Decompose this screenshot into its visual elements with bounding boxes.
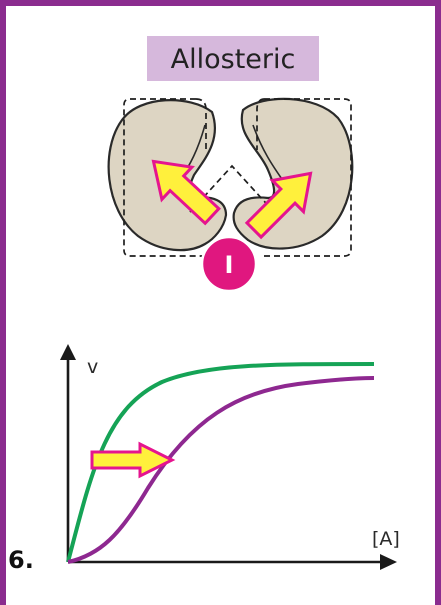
title-box: Allosteric [147,36,319,81]
enzyme-diagram: I [109,99,353,291]
x-axis-label: [A] [372,528,400,550]
inhibitor: I [202,237,256,291]
inhibitor-label: I [225,251,234,279]
figure-number: 6. [8,546,34,574]
y-axis-arrowhead [60,344,76,360]
y-axis-label: v [87,356,98,378]
kinetics-graph: v [A] [60,344,400,570]
x-axis-arrowhead [380,554,397,570]
curve-with-inhibitor [68,378,374,562]
title-text: Allosteric [171,44,296,75]
